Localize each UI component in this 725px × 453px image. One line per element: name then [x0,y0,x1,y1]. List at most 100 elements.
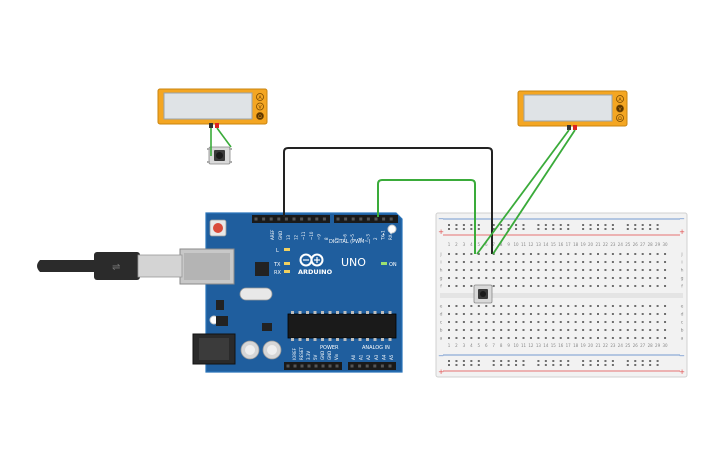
header-pin[interactable] [335,364,339,368]
breadboard-hole[interactable] [567,261,570,263]
header-pin[interactable] [321,364,325,368]
breadboard-hole[interactable] [448,329,450,331]
breadboard-hole[interactable] [626,261,629,263]
breadboard-hole[interactable] [522,253,525,255]
breadboard-hole[interactable] [500,277,503,279]
breadboard-hole[interactable] [455,321,458,323]
breadboard-hole[interactable] [567,285,570,287]
breadboard-hole[interactable] [455,285,458,287]
breadboard-hole[interactable] [507,329,510,331]
breadboard-hole[interactable] [597,337,599,339]
breadboard-hole[interactable] [604,305,607,307]
rail-hole[interactable] [544,224,547,226]
breadboard-hole[interactable] [522,261,525,263]
breadboard-hole[interactable] [448,337,450,339]
breadboard-hole[interactable] [574,269,577,271]
breadboard-hole[interactable] [611,285,614,287]
breadboard-hole[interactable] [544,277,547,279]
rail-hole[interactable] [515,360,518,362]
breadboard-hole[interactable] [656,285,659,287]
breadboard-hole[interactable] [544,285,547,287]
breadboard-hole[interactable] [448,253,450,255]
header-pin[interactable] [269,217,273,221]
digital-header-left[interactable] [252,215,330,223]
breadboard-hole[interactable] [604,253,607,255]
breadboard-hole[interactable] [515,285,518,287]
breadboard-hole[interactable] [641,305,644,307]
rail-hole[interactable] [470,364,473,366]
multimeter-right-mode-v[interactable] [616,104,624,113]
header-pin[interactable] [307,364,311,368]
rail-hole[interactable] [559,224,562,226]
breadboard-hole[interactable] [626,277,629,279]
breadboard-hole[interactable] [589,269,592,271]
breadboard-hole[interactable] [529,337,532,339]
wire-green-arduino[interactable] [377,179,476,254]
breadboard-hole[interactable] [470,313,473,315]
breadboard-hole[interactable] [589,313,592,315]
rail-hole[interactable] [567,364,570,366]
rail-hole[interactable] [656,360,659,362]
breadboard-hole[interactable] [664,305,667,307]
breadboard-hole[interactable] [649,277,652,279]
breadboard-hole[interactable] [582,261,585,263]
breadboard-hole[interactable] [567,305,570,307]
rail-hole[interactable] [634,360,637,362]
breadboard-hole[interactable] [492,313,495,315]
breadboard-hole[interactable] [544,305,547,307]
rail-hole[interactable] [582,228,585,230]
breadboard-hole[interactable] [589,253,592,255]
breadboard-hole[interactable] [589,321,592,323]
breadboard-hole[interactable] [544,269,547,271]
breadboard-hole[interactable] [552,261,555,263]
rail-hole[interactable] [626,224,629,226]
breadboard-hole[interactable] [649,261,652,263]
rail-hole[interactable] [611,224,614,226]
rail-hole[interactable] [448,224,450,226]
breadboard-hole[interactable] [641,285,644,287]
breadboard-hole[interactable] [641,337,644,339]
breadboard-hole[interactable] [477,337,480,339]
breadboard-hole[interactable] [477,277,480,279]
breadboard-hole[interactable] [567,329,570,331]
breadboard-hole[interactable] [522,313,525,315]
header-pin[interactable] [358,364,362,368]
breadboard-hole[interactable] [470,305,473,307]
breadboard-hole[interactable] [552,285,555,287]
rail-hole[interactable] [567,360,570,362]
breadboard-hole[interactable] [537,313,540,315]
header-pin[interactable] [328,364,332,368]
breadboard-hole[interactable] [515,261,518,263]
breadboard-hole[interactable] [544,261,547,263]
breadboard-hole[interactable] [626,285,629,287]
breadboard-hole[interactable] [604,285,607,287]
breadboard-hole[interactable] [470,277,473,279]
multimeter-left-mode-ohm[interactable] [256,112,264,120]
breadboard-hole[interactable] [597,269,599,271]
breadboard-hole[interactable] [552,321,555,323]
breadboard-hole[interactable] [507,277,510,279]
rail-hole[interactable] [649,228,652,230]
breadboard-hole[interactable] [507,305,510,307]
breadboard-hole[interactable] [552,305,555,307]
rail-hole[interactable] [597,360,599,362]
breadboard-hole[interactable] [604,261,607,263]
breadboard-hole[interactable] [515,277,518,279]
breadboard-hole[interactable] [649,329,652,331]
breadboard-hole[interactable] [597,313,599,315]
header-pin[interactable] [293,364,297,368]
header-pin[interactable] [365,364,369,368]
breadboard-hole[interactable] [634,337,637,339]
breadboard-hole[interactable] [604,337,607,339]
breadboard-hole[interactable] [552,253,555,255]
breadboard-hole[interactable] [567,321,570,323]
breadboard-hole[interactable] [522,277,525,279]
rail-hole[interactable] [649,360,652,362]
breadboard-hole[interactable] [611,305,614,307]
rail-hole[interactable] [544,360,547,362]
rail-hole[interactable] [455,228,458,230]
rail-hole[interactable] [552,224,555,226]
rail-hole[interactable] [597,228,599,230]
pushbutton-breadboard[interactable] [473,284,493,304]
rail-hole[interactable] [634,228,637,230]
